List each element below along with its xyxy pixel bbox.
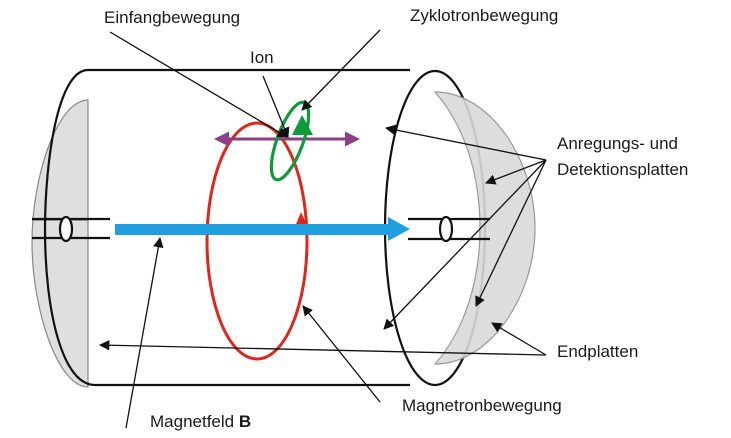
leader-lines: [98, 29, 547, 429]
label-einfangbewegung: Einfangbewegung: [104, 8, 241, 27]
label-endplatten: Endplatten: [557, 342, 639, 361]
label-magnetfeld-symbol: B: [238, 412, 252, 431]
label-magnetfeld-text: Magnetfeld: [150, 412, 239, 431]
magnetfeld-arrow: [115, 217, 410, 241]
label-zyklotronbewegung: Zyklotronbewegung: [410, 6, 559, 25]
right-aperture: [438, 215, 454, 243]
zyklotron-path: [269, 100, 313, 182]
label-ion: Ion: [250, 48, 274, 67]
label-magnetfeld: Magnetfeld B: [150, 412, 251, 432]
left-aperture: [58, 215, 74, 243]
right-endplate: [408, 91, 536, 365]
label-magnetronbewegung: Magnetronbewegung: [402, 396, 562, 415]
label-anregungs-line2: Detektionsplatten: [557, 160, 689, 179]
label-anregungs-line1: Anregungs- und: [557, 134, 678, 153]
